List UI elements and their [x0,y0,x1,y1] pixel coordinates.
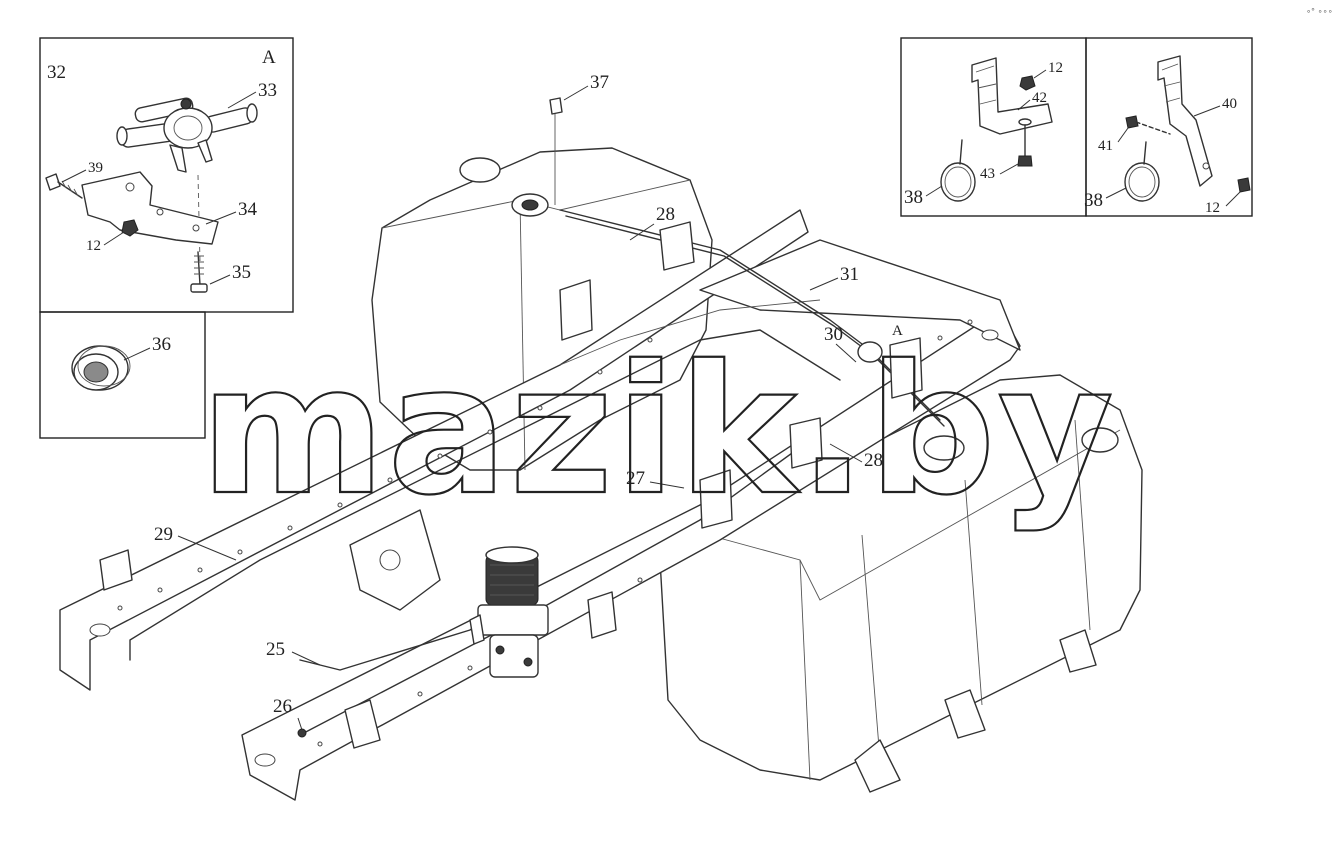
label-32: 32 [47,62,66,83]
inset-b-grommet-detail: 36 [39,311,206,439]
left-frame-rail [59,209,809,691]
callout-27: 27 [626,468,645,489]
spring-hanger [349,509,441,611]
inset-a-view-letter: A [262,47,276,68]
nut-12-d [1237,177,1251,193]
label-36: 36 [152,334,171,355]
air-dryer-unit [469,546,549,678]
grommet-part [71,345,131,391]
label-33: 33 [258,80,277,101]
inset-d-frame [1085,37,1253,217]
label-43: 43 [980,166,995,182]
upper-fuel-tank [371,97,713,471]
main-view-letter: A [892,323,903,339]
inset-d-bracket-detail: 40 41 38 12 [1084,37,1253,217]
inset-a-valve-detail: 32 A 33 39 34 [39,37,294,313]
watermark-text: mazik.by [200,327,1116,534]
label-35: 35 [232,262,251,283]
nut-12-c [1019,75,1036,91]
callout-31: 31 [840,264,859,285]
label-12-a: 12 [86,238,101,254]
tank-neck [459,157,501,183]
cross-member [699,239,1021,351]
label-41: 41 [1098,138,1113,154]
bracket-42 [971,57,1053,135]
bolt-35 [190,251,208,293]
label-42: 42 [1032,90,1047,106]
vent-cap-37 [549,97,563,115]
bracket-40 [1157,55,1213,187]
label-38-d: 38 [1084,190,1103,211]
tank-brackets [99,221,923,749]
tank-neck-lower [1081,427,1119,453]
label-12-d: 12 [1205,200,1220,216]
hose-clamp-38-d [1124,141,1160,202]
label-40: 40 [1222,96,1237,112]
right-frame-rail [241,309,1021,801]
chassis-frame [59,209,1021,801]
bolt-39 [45,173,83,199]
label-12-c: 12 [1048,60,1063,76]
callout-25: 25 [266,639,285,660]
callout-37: 37 [590,72,609,93]
inset-b-frame [39,311,206,439]
callout-26: 26 [273,696,292,717]
main-callouts: 37 28 31 30 28 27 29 25 26 [154,72,883,738]
nut-12 [121,219,139,237]
callout-28-upper: 28 [656,204,675,225]
corner-mark: ∘° ∘∘∘ [1306,7,1333,16]
label-38-c: 38 [904,187,923,208]
inset-c-bracket-detail: 12 42 43 38 [900,37,1087,217]
lower-fuel-tank [659,374,1143,793]
callout-28-lower: 28 [864,450,883,471]
inset-a-frame [39,37,294,313]
filler-cap-lower [923,435,965,461]
fuel-valve-part [116,97,258,173]
bolt-43 [1017,118,1033,167]
main-chassis-assembly: A 37 28 31 30 28 27 29 25 26 [59,72,1143,801]
label-39: 39 [88,160,103,176]
bolt-41 [1125,115,1171,135]
bracket-plate [81,171,219,245]
hose-clamp-38-c [940,139,976,202]
callout-30: 30 [824,324,843,345]
callout-29: 29 [154,524,173,545]
label-34: 34 [238,199,258,220]
